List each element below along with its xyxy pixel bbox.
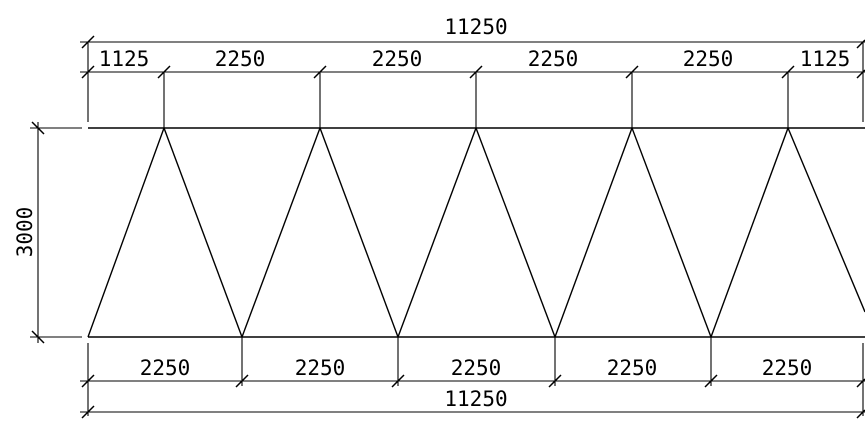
bottom-dimensions: 2250 2250 2250 2250 2250 11250 xyxy=(80,337,865,419)
web-diagonal xyxy=(397,127,477,338)
bottom-dim-label-5: 2250 xyxy=(762,356,813,380)
web-members xyxy=(87,127,865,338)
bottom-overall-dim-label: 11250 xyxy=(444,387,507,411)
top-dim-label-6: 1125 xyxy=(800,47,851,71)
web-diagonal xyxy=(241,127,321,338)
web-diagonal xyxy=(163,127,243,338)
bottom-dim-label-2: 2250 xyxy=(295,356,346,380)
web-diagonal xyxy=(475,127,556,338)
height-dimension: 3000 xyxy=(13,121,82,344)
top-dimensions: 11250 1125 2250 2250 2250 2250 1125 xyxy=(80,15,865,128)
top-overall-dim-label: 11250 xyxy=(444,15,507,39)
bottom-dim-label-1: 2250 xyxy=(140,356,191,380)
web-diagonal xyxy=(319,127,399,338)
top-dim-label-3: 2250 xyxy=(372,47,423,71)
bottom-dim-label-4: 2250 xyxy=(607,356,658,380)
top-dim-label-2: 2250 xyxy=(215,47,266,71)
web-diagonal xyxy=(631,127,712,338)
top-dim-label-5: 2250 xyxy=(683,47,734,71)
top-dim-label-4: 2250 xyxy=(528,47,579,71)
web-diagonal xyxy=(787,127,865,313)
web-diagonal xyxy=(554,127,633,338)
height-dim-label: 3000 xyxy=(13,207,37,258)
web-diagonal xyxy=(710,127,789,338)
web-diagonal xyxy=(87,127,165,338)
bottom-dim-label-3: 2250 xyxy=(451,356,502,380)
top-dim-label-1: 1125 xyxy=(99,47,150,71)
